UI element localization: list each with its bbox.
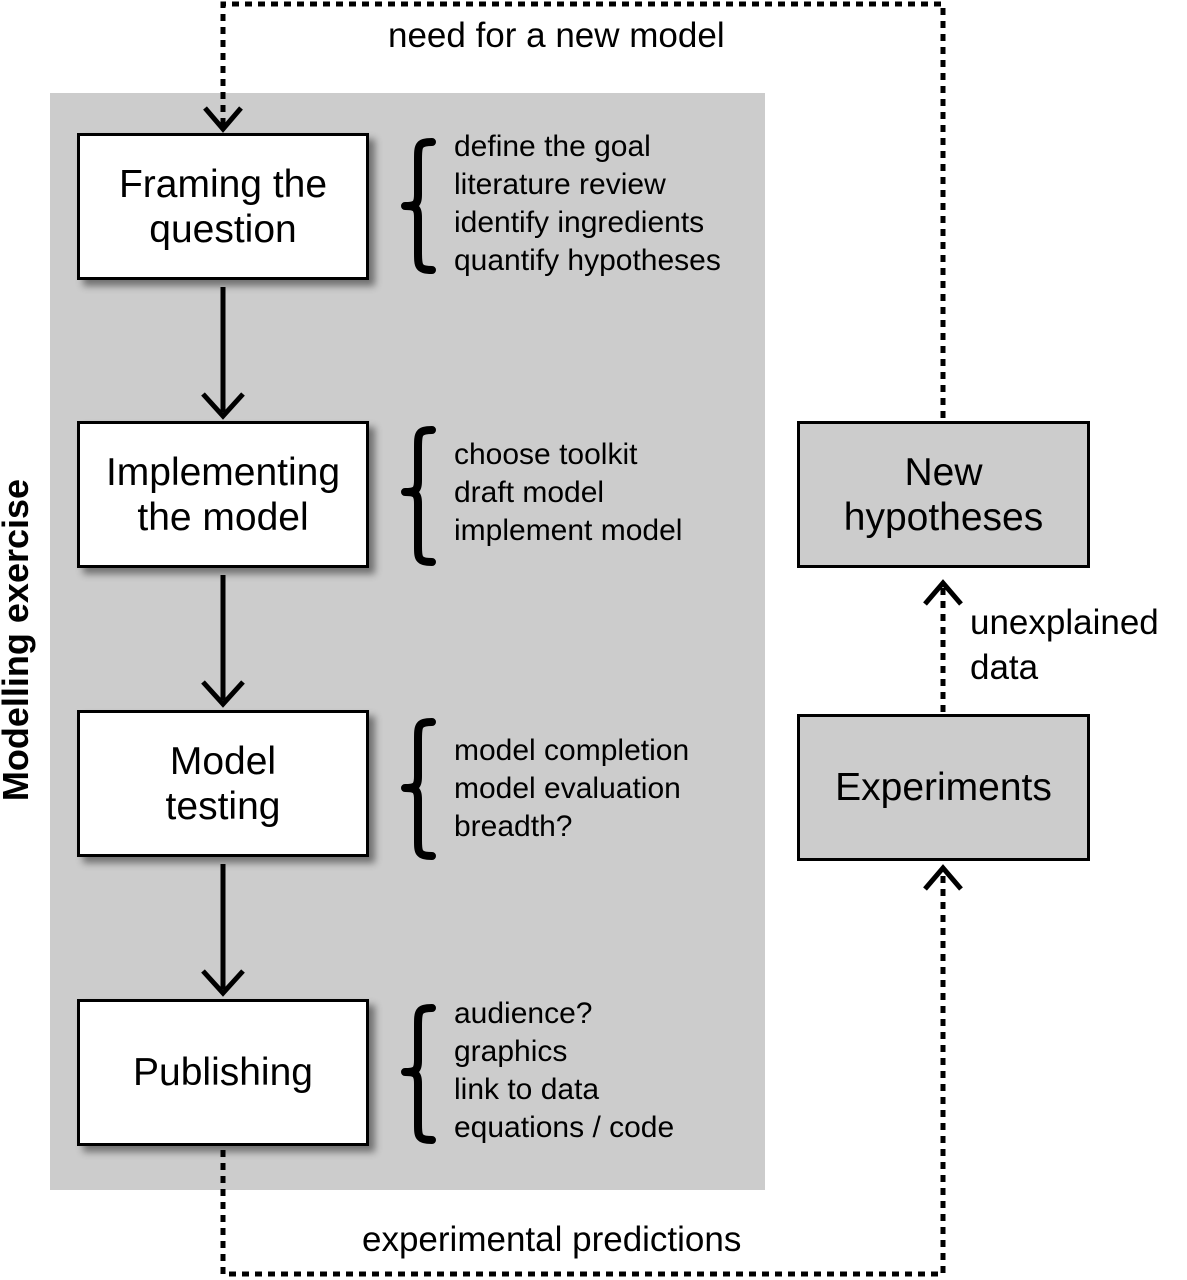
new-hypotheses-line1: New xyxy=(904,450,983,494)
experiments-box: Experiments xyxy=(797,714,1090,861)
notes-testing: model completion model evaluation breadt… xyxy=(454,732,689,846)
dotted-loops xyxy=(220,1,946,1277)
note-item: draft model xyxy=(454,476,605,509)
solid-arrows xyxy=(201,287,245,997)
notes-implementing: choose toolkit draft model implement mod… xyxy=(454,436,682,550)
step-box-implementing-the-model: Implementing the model xyxy=(77,421,369,568)
dotted-loop-experimental-predictions xyxy=(220,873,946,1277)
curly-braces xyxy=(401,138,436,1144)
step-title-line1: Implementing xyxy=(105,450,341,494)
step-box-publishing: Publishing xyxy=(77,999,369,1146)
note-item: model completion xyxy=(454,734,690,767)
step-title-line1: Framing the xyxy=(118,162,328,206)
brace-framing xyxy=(401,138,436,274)
step-title-line2: testing xyxy=(165,784,281,828)
notes-framing: define the goal literature review identi… xyxy=(454,128,721,280)
new-hypotheses-line2: hypotheses xyxy=(843,495,1044,539)
arrowhead-into-framing xyxy=(203,106,243,133)
note-item: identify ingredients xyxy=(454,206,705,239)
note-item: breadth? xyxy=(454,810,573,843)
note-item: equations / code xyxy=(454,1111,675,1144)
step-box-framing-the-question: Framing the question xyxy=(77,133,369,280)
step-title-line2: question xyxy=(149,207,297,251)
note-item: link to data xyxy=(454,1073,600,1106)
note-item: audience? xyxy=(454,997,593,1030)
note-item: quantify hypotheses xyxy=(454,244,721,277)
step-box-model-testing: Model testing xyxy=(77,710,369,857)
brace-testing xyxy=(401,718,436,860)
dotted-loop-need-for-new-model xyxy=(220,1,946,418)
note-item: literature review xyxy=(454,168,666,201)
unexplained-line2: data xyxy=(970,648,1039,687)
note-item: implement model xyxy=(454,514,683,547)
experimental-predictions-label: experimental predictions xyxy=(362,1220,742,1259)
step-title-line2: the model xyxy=(137,495,309,539)
dotted-arrowheads xyxy=(203,106,963,891)
need-for-new-model-label: need for a new model xyxy=(388,16,725,55)
arrow-implementing-to-testing xyxy=(201,575,245,708)
arrowhead-into-experiments xyxy=(923,864,963,891)
brace-implementing xyxy=(401,426,436,566)
new-hypotheses-box: New hypotheses xyxy=(797,421,1090,568)
arrow-testing-to-publishing xyxy=(201,864,245,997)
note-item: graphics xyxy=(454,1035,568,1068)
brace-publishing xyxy=(401,1004,436,1144)
note-item: define the goal xyxy=(454,130,651,163)
step-title-line1: Model xyxy=(169,739,277,783)
step-title-line1: Publishing xyxy=(133,1051,313,1094)
arrow-framing-to-implementing xyxy=(201,287,245,420)
note-item: model evaluation xyxy=(454,772,681,805)
arrowhead-into-new-hypotheses xyxy=(923,579,963,606)
unexplained-line1: unexplained xyxy=(970,603,1159,642)
unexplained-data-label: unexplained data xyxy=(970,600,1159,690)
notes-publishing: audience? graphics link to data equation… xyxy=(454,995,674,1147)
experiments-label: Experiments xyxy=(835,766,1052,809)
note-item: choose toolkit xyxy=(454,438,638,471)
